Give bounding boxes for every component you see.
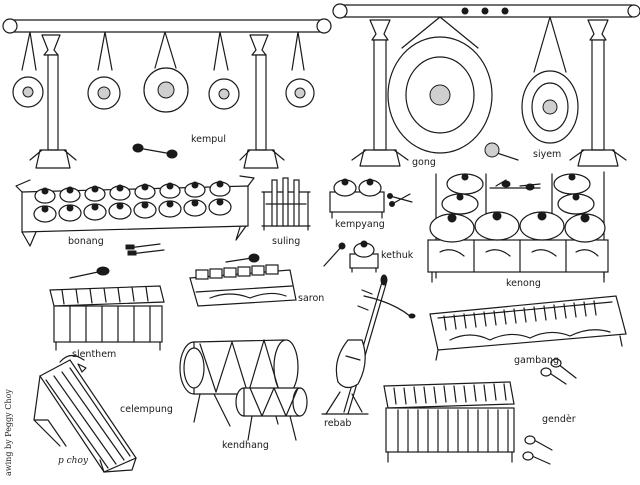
label-suling: suling [272, 236, 301, 247]
label-rebab: rebab [324, 418, 352, 429]
gambang-drawing [429, 295, 627, 385]
kethuk-drawing [323, 240, 379, 273]
kempyang-drawing [329, 178, 413, 219]
label-kethuk: kethuk [381, 250, 414, 261]
kempul-rack [2, 18, 332, 169]
label-gender: gendèr [542, 414, 576, 425]
label-saron: saron [298, 293, 325, 304]
bonang-drawing [15, 175, 255, 256]
kenong-drawing [427, 171, 609, 283]
kendhang-drawing [179, 339, 308, 441]
label-kempul: kempul [191, 134, 226, 145]
label-gambang: gambang [514, 355, 560, 366]
gong-rack [332, 3, 640, 167]
rebab-drawing [321, 274, 416, 415]
gender-drawing [383, 381, 553, 465]
slenthem-drawing [49, 266, 165, 351]
label-siyem: siyem [533, 149, 562, 160]
illustrator-credit: awing by Peggy Choy [4, 389, 13, 476]
label-slenthem: slenthem [72, 349, 117, 360]
label-bonang: bonang [68, 236, 104, 247]
label-kenong: kenong [506, 278, 541, 289]
label-celempung: celempung [120, 404, 173, 415]
label-gong: gong [412, 157, 436, 168]
suling-drawing [261, 177, 311, 231]
label-kempyang: kempyang [335, 219, 385, 230]
artist-signature: p choy [58, 456, 88, 466]
label-kendhang: kendhang [222, 440, 269, 451]
celempung-drawing [33, 354, 137, 473]
saron-drawing [189, 253, 297, 307]
